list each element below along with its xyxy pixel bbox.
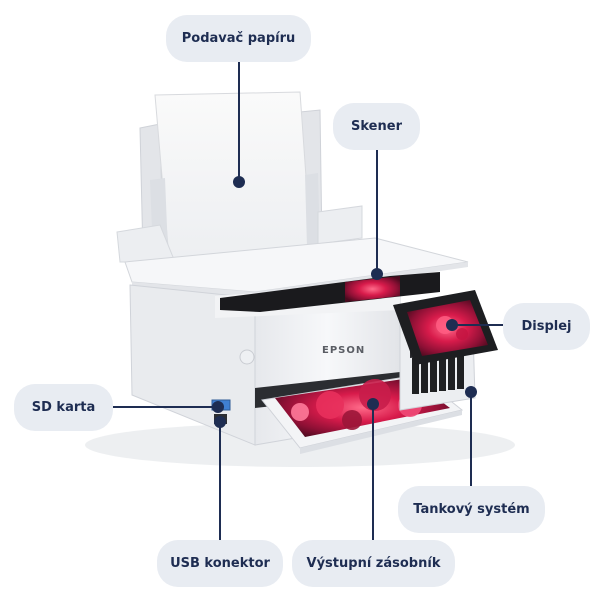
label-sd-card: SD karta <box>14 384 113 431</box>
label-paper-feeder: Podavač papíru <box>166 15 311 62</box>
brand-logo: EPSON <box>322 345 365 356</box>
callout-lines <box>113 62 513 540</box>
label-tank-system-text: Tankový systém <box>413 502 530 517</box>
label-display: Displej <box>503 303 590 350</box>
callout-dots <box>212 176 477 428</box>
label-scanner: Skener <box>333 103 420 150</box>
label-usb-connector: USB konektor <box>157 540 283 587</box>
label-output-tray-text: Výstupní zásobník <box>306 556 441 571</box>
label-paper-feeder-text: Podavač papíru <box>181 31 296 46</box>
label-scanner-text: Skener <box>351 119 402 134</box>
label-tank-system: Tankový systém <box>398 486 545 533</box>
label-usb-connector-text: USB konektor <box>170 556 270 571</box>
label-display-text: Displej <box>521 319 572 334</box>
label-output-tray: Výstupní zásobník <box>292 540 455 587</box>
label-sd-card-text: SD karta <box>31 400 96 415</box>
power-button <box>239 349 255 365</box>
